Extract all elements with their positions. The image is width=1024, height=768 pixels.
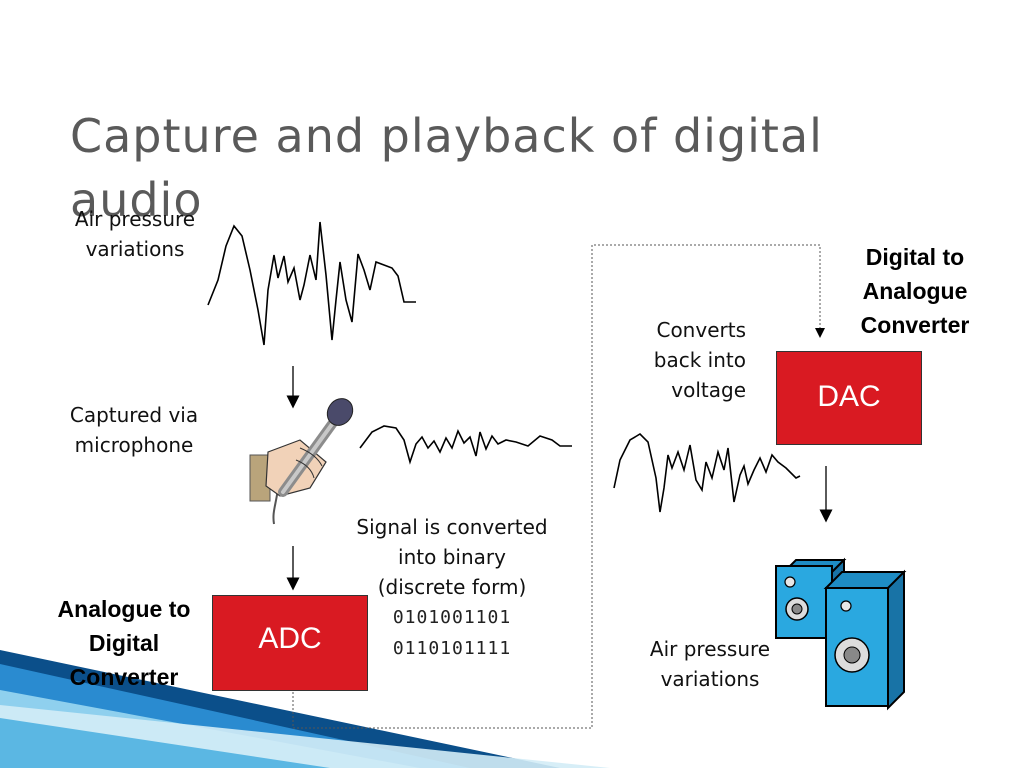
label-signal-converted: Signal is converted into binary (discret… bbox=[352, 512, 552, 664]
dac-box: DAC bbox=[776, 351, 922, 445]
label-air-pressure-top: Air pressure variations bbox=[74, 207, 196, 261]
signal-text: Signal is converted into binary (discret… bbox=[356, 515, 548, 599]
label-dac-caption: Digital to Analogue Converter bbox=[860, 244, 970, 338]
slide-title: Capture and playback of digital audio bbox=[70, 109, 823, 227]
label-adc-caption: Analogue to Digital Converter bbox=[57, 596, 191, 690]
speakers-icon bbox=[775, 557, 907, 711]
adc-box: ADC bbox=[212, 595, 368, 691]
label-captured-microphone: Captured via microphone bbox=[69, 403, 199, 457]
dotted-signal-path bbox=[292, 244, 821, 729]
microphone-hand-icon bbox=[249, 398, 354, 525]
waveform-air-top bbox=[207, 221, 416, 346]
label-air-pressure-bottom: Air pressure variations bbox=[649, 637, 771, 691]
binary-line-2: 0110101111 bbox=[392, 638, 512, 659]
waveform-captured bbox=[359, 425, 572, 465]
binary-line-1: 0101001101 bbox=[392, 607, 512, 628]
label-converts-back: Converts back into voltage bbox=[653, 318, 746, 402]
waveform-air-bottom bbox=[613, 432, 801, 513]
corner-swoosh-decoration bbox=[0, 650, 610, 768]
